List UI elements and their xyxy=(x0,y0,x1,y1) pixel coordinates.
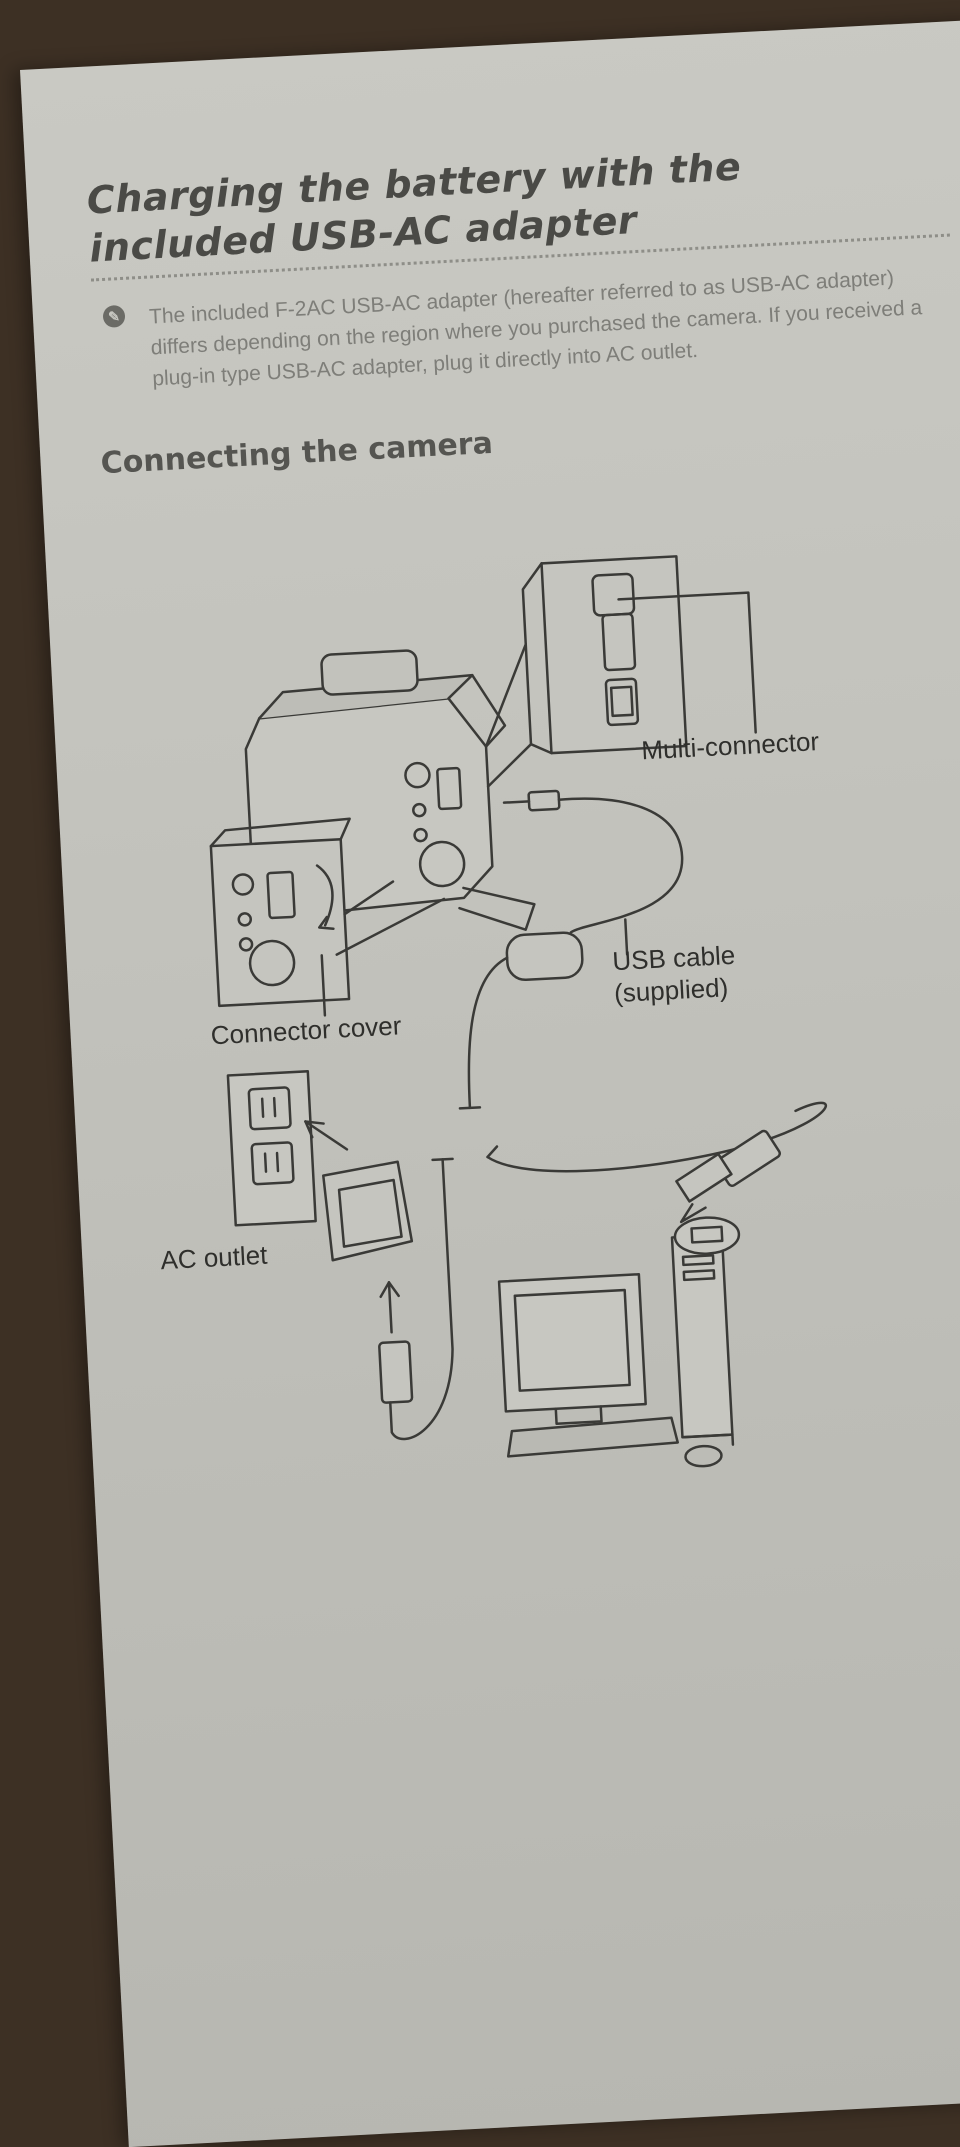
usb-cable xyxy=(458,789,828,1224)
label-usb-cable: USB cable (supplied) xyxy=(612,939,738,1009)
computer-illustration xyxy=(497,1216,741,1468)
label-ac-outlet: AC outlet xyxy=(159,1239,269,1276)
label-usb-cable-line2: (supplied) xyxy=(613,972,729,1009)
connector-cover-closeup xyxy=(209,817,446,1017)
connection-diagram xyxy=(209,555,828,1468)
multi-connector-closeup xyxy=(484,555,757,788)
ac-outlet-and-adapter xyxy=(226,1070,454,1441)
manual-page: Charging the battery with the included U… xyxy=(20,19,960,2147)
